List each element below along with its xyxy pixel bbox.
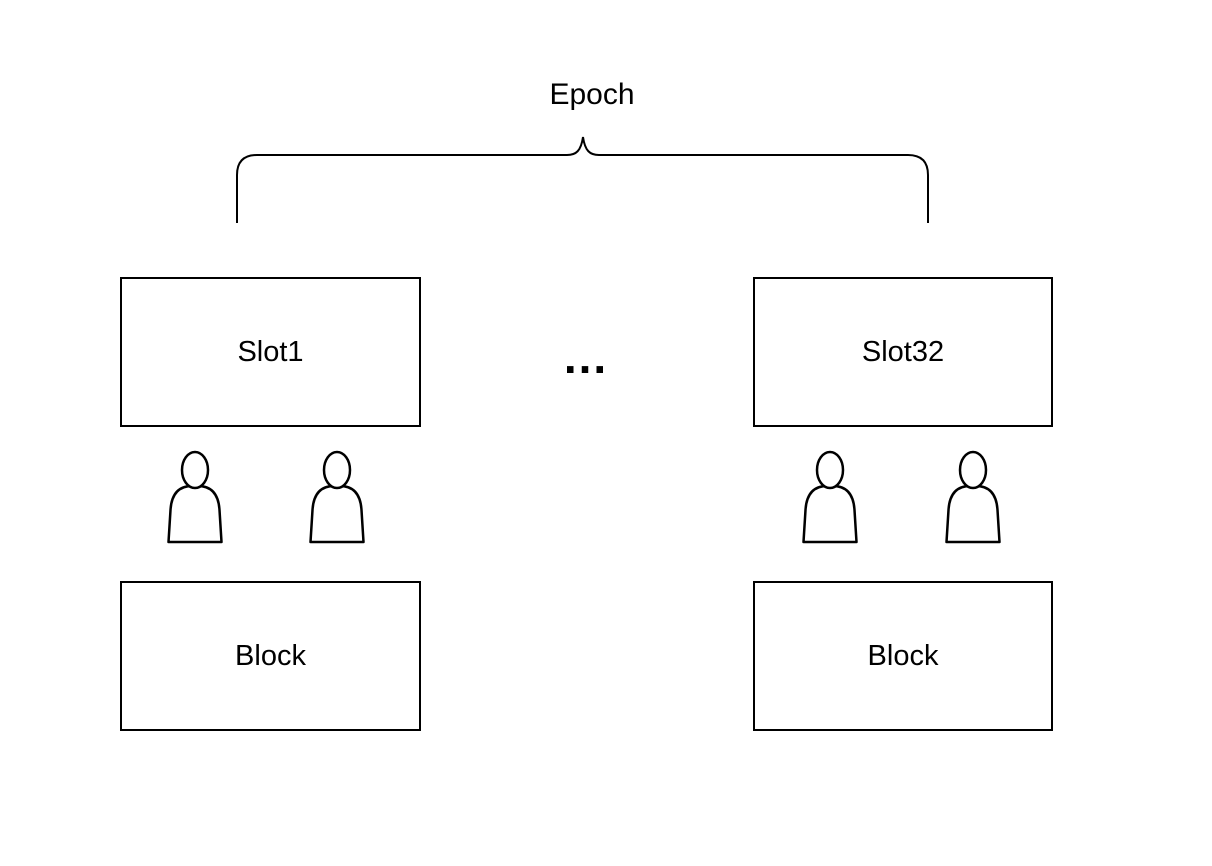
slot1-label: Slot1 xyxy=(237,335,304,368)
person-icon xyxy=(802,450,858,544)
slot1-box: Slot1 xyxy=(120,277,421,427)
block-label: Block xyxy=(867,639,939,672)
slot32-box: Slot32 xyxy=(753,277,1053,427)
slot32-label: Slot32 xyxy=(861,335,945,368)
epoch-label: Epoch xyxy=(549,78,635,111)
block-box-left: Block xyxy=(120,581,421,731)
epoch-brace xyxy=(236,136,929,223)
person-icon xyxy=(309,450,365,544)
ellipsis-label: ... xyxy=(563,331,609,383)
person-icon xyxy=(167,450,223,544)
block-box-right: Block xyxy=(753,581,1053,731)
block-label: Block xyxy=(235,639,306,672)
person-icon xyxy=(945,450,1001,544)
